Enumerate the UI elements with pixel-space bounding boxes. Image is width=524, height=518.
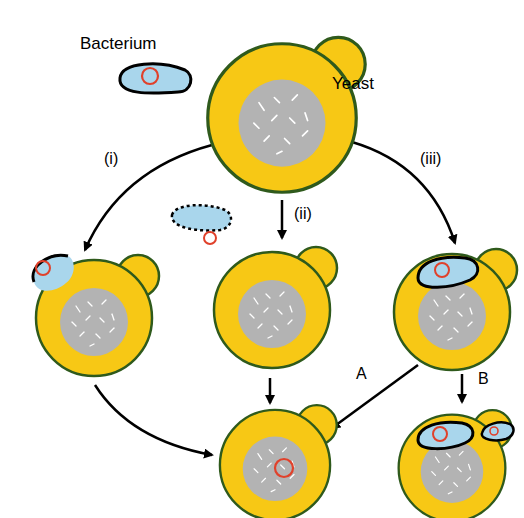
yeast-cell <box>394 249 517 370</box>
pathway-label: (i) <box>104 150 118 168</box>
internal-bacteria <box>418 422 513 448</box>
cell-label: Bacterium <box>80 34 157 54</box>
plasmid <box>275 459 293 477</box>
pathway-label: A <box>356 365 367 383</box>
pathway-label: (ii) <box>294 205 312 223</box>
cell-label: Yeast <box>332 74 374 94</box>
lysed-bacterium <box>172 205 231 254</box>
bacterium-node: Bacterium <box>70 34 200 98</box>
yeast-cell <box>214 247 337 368</box>
attached-bacterium <box>33 255 74 290</box>
yeast-node: Yeast <box>200 40 390 200</box>
internal-bacterium <box>418 257 478 287</box>
yeast-cell <box>220 405 337 518</box>
bacterium <box>120 64 191 93</box>
yeast-cell <box>208 37 365 192</box>
pathway-label: B <box>478 370 489 388</box>
pathway-label: (iii) <box>420 150 441 168</box>
